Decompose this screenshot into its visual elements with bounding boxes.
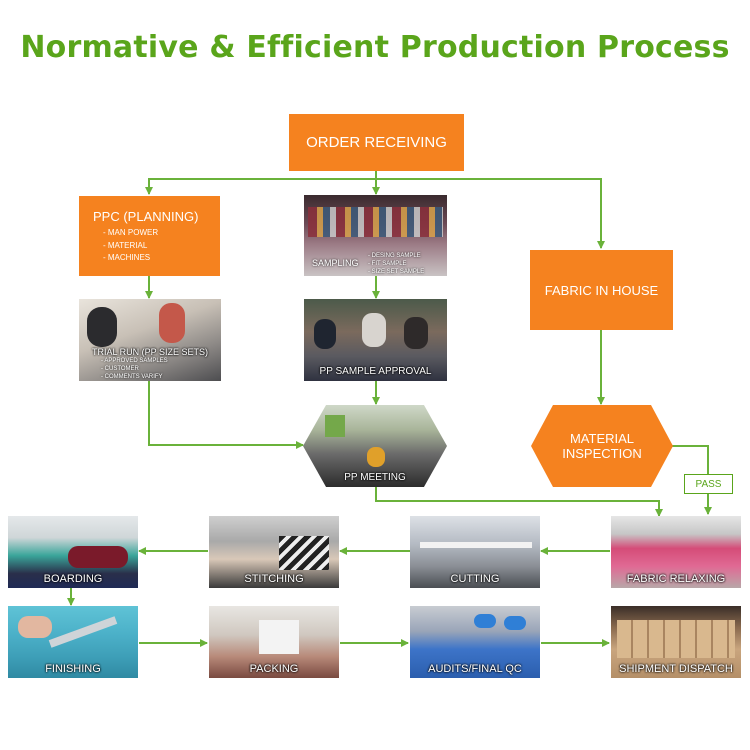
- material-inspection-line: INSPECTION: [562, 446, 642, 461]
- arrow-order-to-fabric: [376, 178, 605, 249]
- ppc-list: - MAN POWER - MATERIAL - MACHINES: [103, 227, 158, 265]
- finishing-photo: FINISHING: [8, 606, 138, 678]
- stitching-label: STITCHING: [244, 573, 304, 585]
- trial-run-photo: TRIAL RUN (PP SIZE SETS) - APPROVED SAMP…: [79, 299, 221, 381]
- pass-badge: PASS: [684, 474, 733, 494]
- fabric-relaxing-photo: FABRIC RELAXING: [611, 516, 741, 588]
- shipment-photo: SHIPMENT DISPATCH: [611, 606, 741, 678]
- pp-sample-approval-label: PP SAMPLE APPROVAL: [319, 366, 432, 377]
- arrow-inspection-to-pass: [670, 445, 709, 474]
- fabric-relaxing-label: FABRIC RELAXING: [626, 573, 726, 585]
- sampling-photo: SAMPLING - DESING SAMPLE - FIT SAMPLE - …: [304, 195, 447, 276]
- sampling-items: - DESING SAMPLE - FIT SAMPLE - SIZE SET …: [368, 252, 424, 276]
- stitching-photo: STITCHING: [209, 516, 339, 588]
- audits-photo: AUDITS/FINAL QC: [410, 606, 540, 678]
- material-inspection-line: MATERIAL: [569, 431, 635, 446]
- ppc-item: - MAN POWER: [103, 228, 159, 237]
- trial-run-items: - APPROVED SAMPLES - CUSTOMER - COMMENTS…: [101, 357, 168, 381]
- fabric-in-house-box: FABRIC IN HOUSE: [530, 250, 673, 330]
- material-inspection-label: MATERIAL INSPECTION: [531, 405, 673, 487]
- trial-run-item: - CUSTOMER: [101, 366, 139, 372]
- ppc-item: - MATERIAL: [103, 240, 148, 250]
- arrow-trial-to-meeting: [148, 380, 304, 449]
- cutting-photo: CUTTING: [410, 516, 540, 588]
- arrow-meeting-to-relaxing: [375, 486, 663, 517]
- ppc-planning-box: PPC (PLANNING) - MAN POWER - MATERIAL - …: [79, 196, 220, 276]
- boarding-photo: BOARDING: [8, 516, 138, 588]
- packing-label: PACKING: [249, 663, 299, 675]
- trial-run-item: - APPROVED SAMPLES: [101, 358, 168, 364]
- ppc-title: PPC (PLANNING): [93, 209, 199, 224]
- pp-meeting-photo: PP MEETING: [303, 405, 447, 487]
- sampling-item: - FIT SAMPLE: [368, 261, 407, 267]
- pp-meeting-label: PP MEETING: [344, 472, 406, 483]
- sampling-item: - SIZE SET SAMPLE: [368, 269, 425, 275]
- sampling-label: SAMPLING: [312, 258, 359, 268]
- boarding-label: BOARDING: [43, 573, 103, 585]
- trial-run-item: - COMMENTS VARIFY: [101, 374, 163, 380]
- finishing-label: FINISHING: [45, 663, 101, 675]
- arrow-order-to-ppc: [145, 171, 377, 195]
- audits-label: AUDITS/FINAL QC: [428, 663, 522, 675]
- ppc-item: - MACHINES: [103, 253, 151, 262]
- shipment-label: SHIPMENT DISPATCH: [619, 663, 733, 675]
- packing-photo: PACKING: [209, 606, 339, 678]
- cutting-label: CUTTING: [450, 573, 500, 585]
- material-inspection-hexagon: [531, 405, 673, 487]
- page-title: Normative & Efficient Production Process: [20, 30, 730, 65]
- sampling-item: - DESING SAMPLE: [368, 253, 421, 259]
- pp-sample-approval-photo: PP SAMPLE APPROVAL: [304, 299, 447, 381]
- trial-run-label: TRIAL RUN (PP SIZE SETS): [91, 347, 209, 357]
- order-receiving-box: ORDER RECEIVING: [289, 114, 464, 171]
